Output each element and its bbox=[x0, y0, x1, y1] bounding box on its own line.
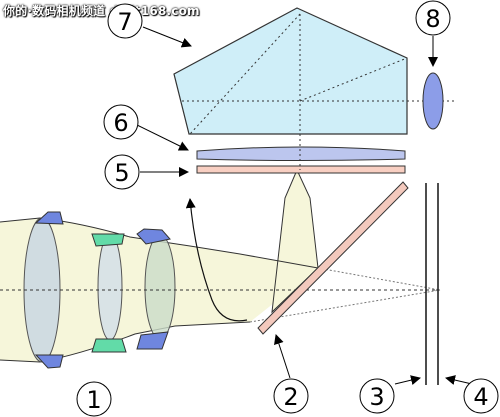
lens-tab-blue-bottom-2 bbox=[136, 331, 169, 350]
label-3: 3 bbox=[359, 378, 395, 414]
arrow-6 bbox=[134, 123, 189, 151]
watermark-text: 你的·数码相机频道 dc.it168.com bbox=[3, 4, 200, 18]
focusing-screen bbox=[196, 165, 406, 174]
lens-tab-blue-top-1 bbox=[34, 211, 64, 225]
arrow-7 bbox=[142, 26, 192, 48]
arrow-3 bbox=[394, 375, 421, 385]
svg-text:6: 6 bbox=[113, 109, 128, 137]
svg-text:3: 3 bbox=[369, 383, 384, 411]
svg-text:7: 7 bbox=[117, 8, 132, 36]
arrow-2 bbox=[274, 334, 291, 379]
pentaprism bbox=[173, 7, 408, 135]
mirror-swing-arc bbox=[185, 198, 248, 322]
label-1: 1 bbox=[76, 381, 112, 417]
pentaprism-dotted-diagonal-1 bbox=[189, 13, 301, 135]
svg-text:2: 2 bbox=[283, 383, 298, 411]
ray-to-sensor-bottom bbox=[249, 289, 441, 323]
lens-element-middle bbox=[97, 233, 123, 341]
svg-text:8: 8 bbox=[425, 5, 440, 33]
label-7: 7 bbox=[107, 3, 143, 39]
label-5: 5 bbox=[104, 154, 140, 190]
eyepiece-lens bbox=[422, 72, 444, 130]
lens-tab-blue-top-2 bbox=[136, 228, 171, 245]
condenser-lens bbox=[196, 146, 406, 161]
lens-tab-green-bottom bbox=[91, 338, 127, 353]
lens-tab-green-top bbox=[91, 233, 125, 247]
arrow-4 bbox=[445, 375, 473, 385]
lens-tab-blue-bottom-1 bbox=[34, 354, 64, 369]
svg-text:5: 5 bbox=[114, 159, 129, 187]
lens-element-rear bbox=[144, 234, 176, 340]
pentaprism-dotted-diagonal-2 bbox=[299, 57, 408, 102]
label-6: 6 bbox=[103, 104, 139, 140]
label-2: 2 bbox=[273, 378, 309, 414]
reflex-mirror bbox=[257, 181, 409, 335]
label-4: 4 bbox=[463, 378, 499, 414]
ray-to-sensor-top bbox=[317, 267, 441, 291]
label-8: 8 bbox=[415, 0, 451, 36]
svg-text:1: 1 bbox=[86, 386, 101, 414]
svg-text:4: 4 bbox=[473, 383, 488, 411]
